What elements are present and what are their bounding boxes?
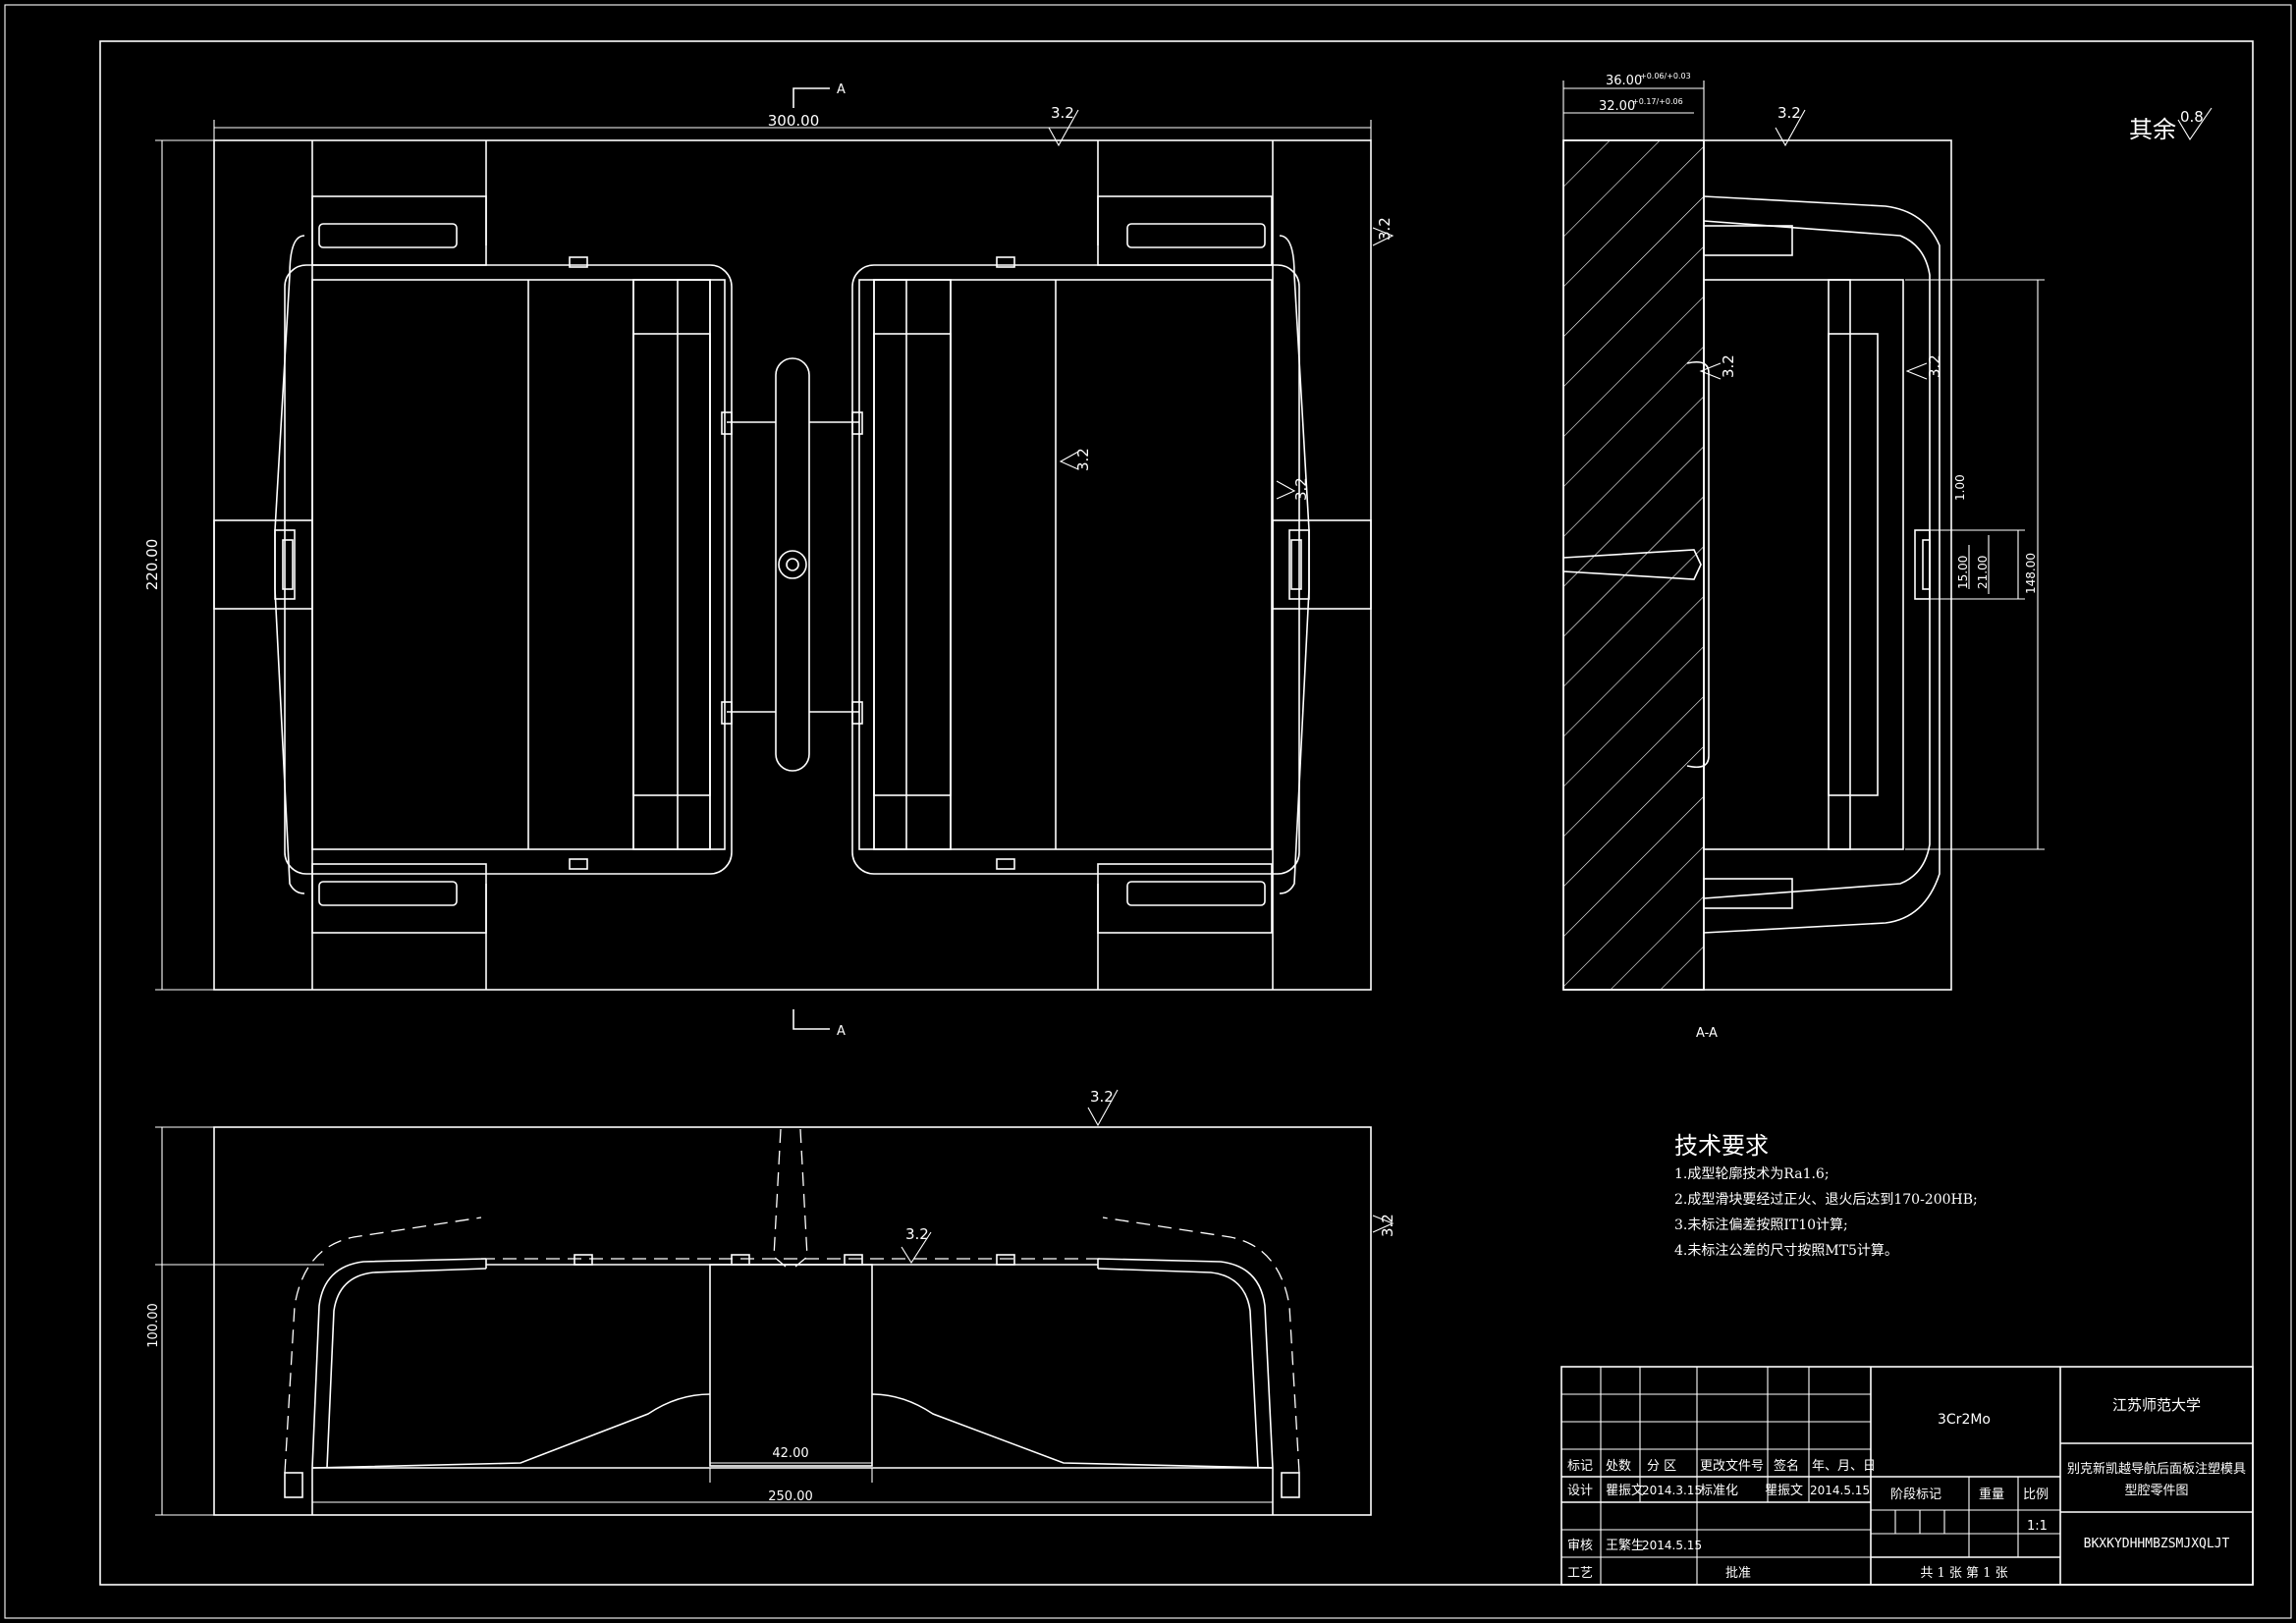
- finish-mark-section-left: 3.2: [1720, 354, 1737, 378]
- title-block: 3Cr2Mo 江苏师范大学 别克新凯越导航后面板注塑模具 型腔零件图 BKXKY…: [1560, 1366, 2254, 1586]
- tb-std-label: 标准化: [1700, 1484, 1738, 1498]
- section-dim-21: 21.00: [1976, 556, 1990, 589]
- tb-design-label: 设计: [1567, 1484, 1593, 1498]
- tb-weight-label: 重量: [1979, 1487, 2004, 1502]
- finish-mark-front: 3.2: [1090, 1088, 1114, 1106]
- finish-other-value: 0.8: [2180, 108, 2204, 126]
- tb-title-1: 别克新凯越导航后面板注塑模具: [2067, 1461, 2246, 1477]
- section-width2-tol: +0.17/+0.06: [1632, 97, 1683, 106]
- tech-item-2: 2.成型滑块要经过正火、退火后达到170-200HB;: [1674, 1191, 1978, 1208]
- front-gate-dim: 42.00: [772, 1446, 808, 1461]
- tb-material: 3Cr2Mo: [1938, 1412, 1991, 1428]
- tb-approve-label: 批准: [1725, 1566, 1751, 1581]
- tb-stage-label: 阶段标记: [1890, 1488, 1941, 1502]
- tb-hdr-mark: 标记: [1567, 1459, 1593, 1474]
- front-height-dim: 100.00: [146, 1303, 161, 1348]
- section-width1: 36.00: [1606, 74, 1642, 88]
- tb-scale-label: 比例: [2023, 1488, 2049, 1502]
- finish-mark-front-center: 3.2: [905, 1225, 929, 1243]
- section-dim-1: 1.00: [1953, 474, 1967, 501]
- section-dim-148: 148.00: [2024, 553, 2038, 594]
- finish-mark-section: 3.2: [1777, 104, 1801, 122]
- tb-hdr-zone: 分 区: [1647, 1459, 1676, 1474]
- inner-frame: [99, 40, 2254, 1586]
- tb-review-date: 2014.5.15: [1642, 1539, 1702, 1552]
- finish-mark-center: 3.2: [1074, 448, 1092, 471]
- front-view: 42.00 250.00 100.00 3.2 3.2 3.2: [146, 1088, 1396, 1516]
- tb-hdr-sign: 签名: [1774, 1458, 1799, 1474]
- tech-item-1: 1.成型轮廓技术为Ra1.6;: [1674, 1165, 1830, 1182]
- section-view: 36.00 +0.06/+0.03 32.00 +0.17/+0.06 1.00…: [1562, 72, 2213, 1041]
- section-letter-top: A: [837, 82, 846, 97]
- finish-other-label: 其余: [2129, 116, 2176, 143]
- tech-title: 技术要求: [1674, 1132, 1769, 1160]
- section-label: A-A: [1696, 1026, 1718, 1041]
- tb-process-label: 工艺: [1567, 1566, 1593, 1581]
- tb-review-label: 审核: [1567, 1539, 1593, 1553]
- top-view: 300.00 220.00 A A 3.2 3.2 3.2 3.2: [143, 82, 1394, 1039]
- section-width2: 32.00: [1599, 99, 1635, 114]
- finish-mark-cavity: 3.2: [1292, 477, 1310, 501]
- finish-mark-section-right: 3.2: [1926, 354, 1943, 378]
- top-view-outline: [213, 139, 1372, 991]
- section-letter-bottom: A: [837, 1024, 846, 1039]
- outer-frame: [4, 4, 2292, 1619]
- tb-hdr-docno: 更改文件号: [1700, 1459, 1764, 1474]
- finish-mark-right: 3.2: [1376, 217, 1394, 241]
- tech-item-4: 4.未标注公差的尺寸按照MT5计算。: [1674, 1243, 1898, 1259]
- tb-hdr-date: 年、月、日: [1812, 1459, 1876, 1474]
- tb-sheets: 共 1 张 第 1 张: [1920, 1566, 2007, 1581]
- section-width1-tol: +0.06/+0.03: [1640, 72, 1691, 81]
- section-dim-15: 15.00: [1956, 556, 1970, 589]
- tb-hdr-count: 处数: [1606, 1459, 1631, 1474]
- tb-code: BKXKYDHHMBZSMJXQLJT: [2084, 1537, 2230, 1551]
- tb-std-date: 2014.5.15: [1810, 1484, 1870, 1497]
- tb-design-name: 瞿振文: [1606, 1484, 1644, 1498]
- top-width-dim: 300.00: [768, 112, 820, 130]
- tb-title-2: 型腔零件图: [2124, 1484, 2188, 1498]
- front-width-dim: 250.00: [768, 1489, 813, 1504]
- tb-school: 江苏师范大学: [2112, 1396, 2201, 1414]
- top-height-dim: 220.00: [143, 539, 161, 591]
- tb-review-name: 王繁生: [1606, 1538, 1644, 1553]
- finish-mark-front-right: 3.2: [1379, 1214, 1396, 1237]
- tb-scale-value: 1:1: [2027, 1519, 2048, 1534]
- finish-mark-top: 3.2: [1051, 104, 1074, 122]
- tb-design-date: 2014.3.15: [1642, 1484, 1702, 1497]
- tech-item-3: 3.未标注偏差按照IT10计算;: [1674, 1217, 1848, 1233]
- tb-std-name: 瞿振文: [1765, 1484, 1803, 1498]
- technical-requirements: 技术要求 1.成型轮廓技术为Ra1.6; 2.成型滑块要经过正火、退火后达到17…: [1674, 1132, 1978, 1259]
